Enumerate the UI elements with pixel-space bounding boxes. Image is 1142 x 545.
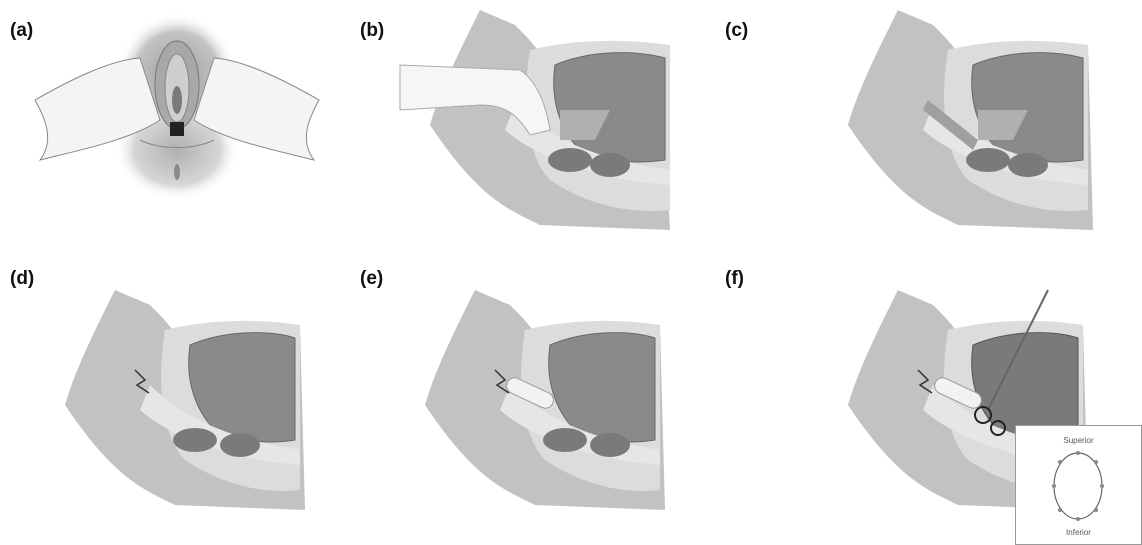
inset-box: Superior Inferior bbox=[1015, 425, 1142, 545]
inset-ring-diagram bbox=[1016, 426, 1141, 544]
inset-bottom-label: Inferior bbox=[1016, 528, 1141, 537]
